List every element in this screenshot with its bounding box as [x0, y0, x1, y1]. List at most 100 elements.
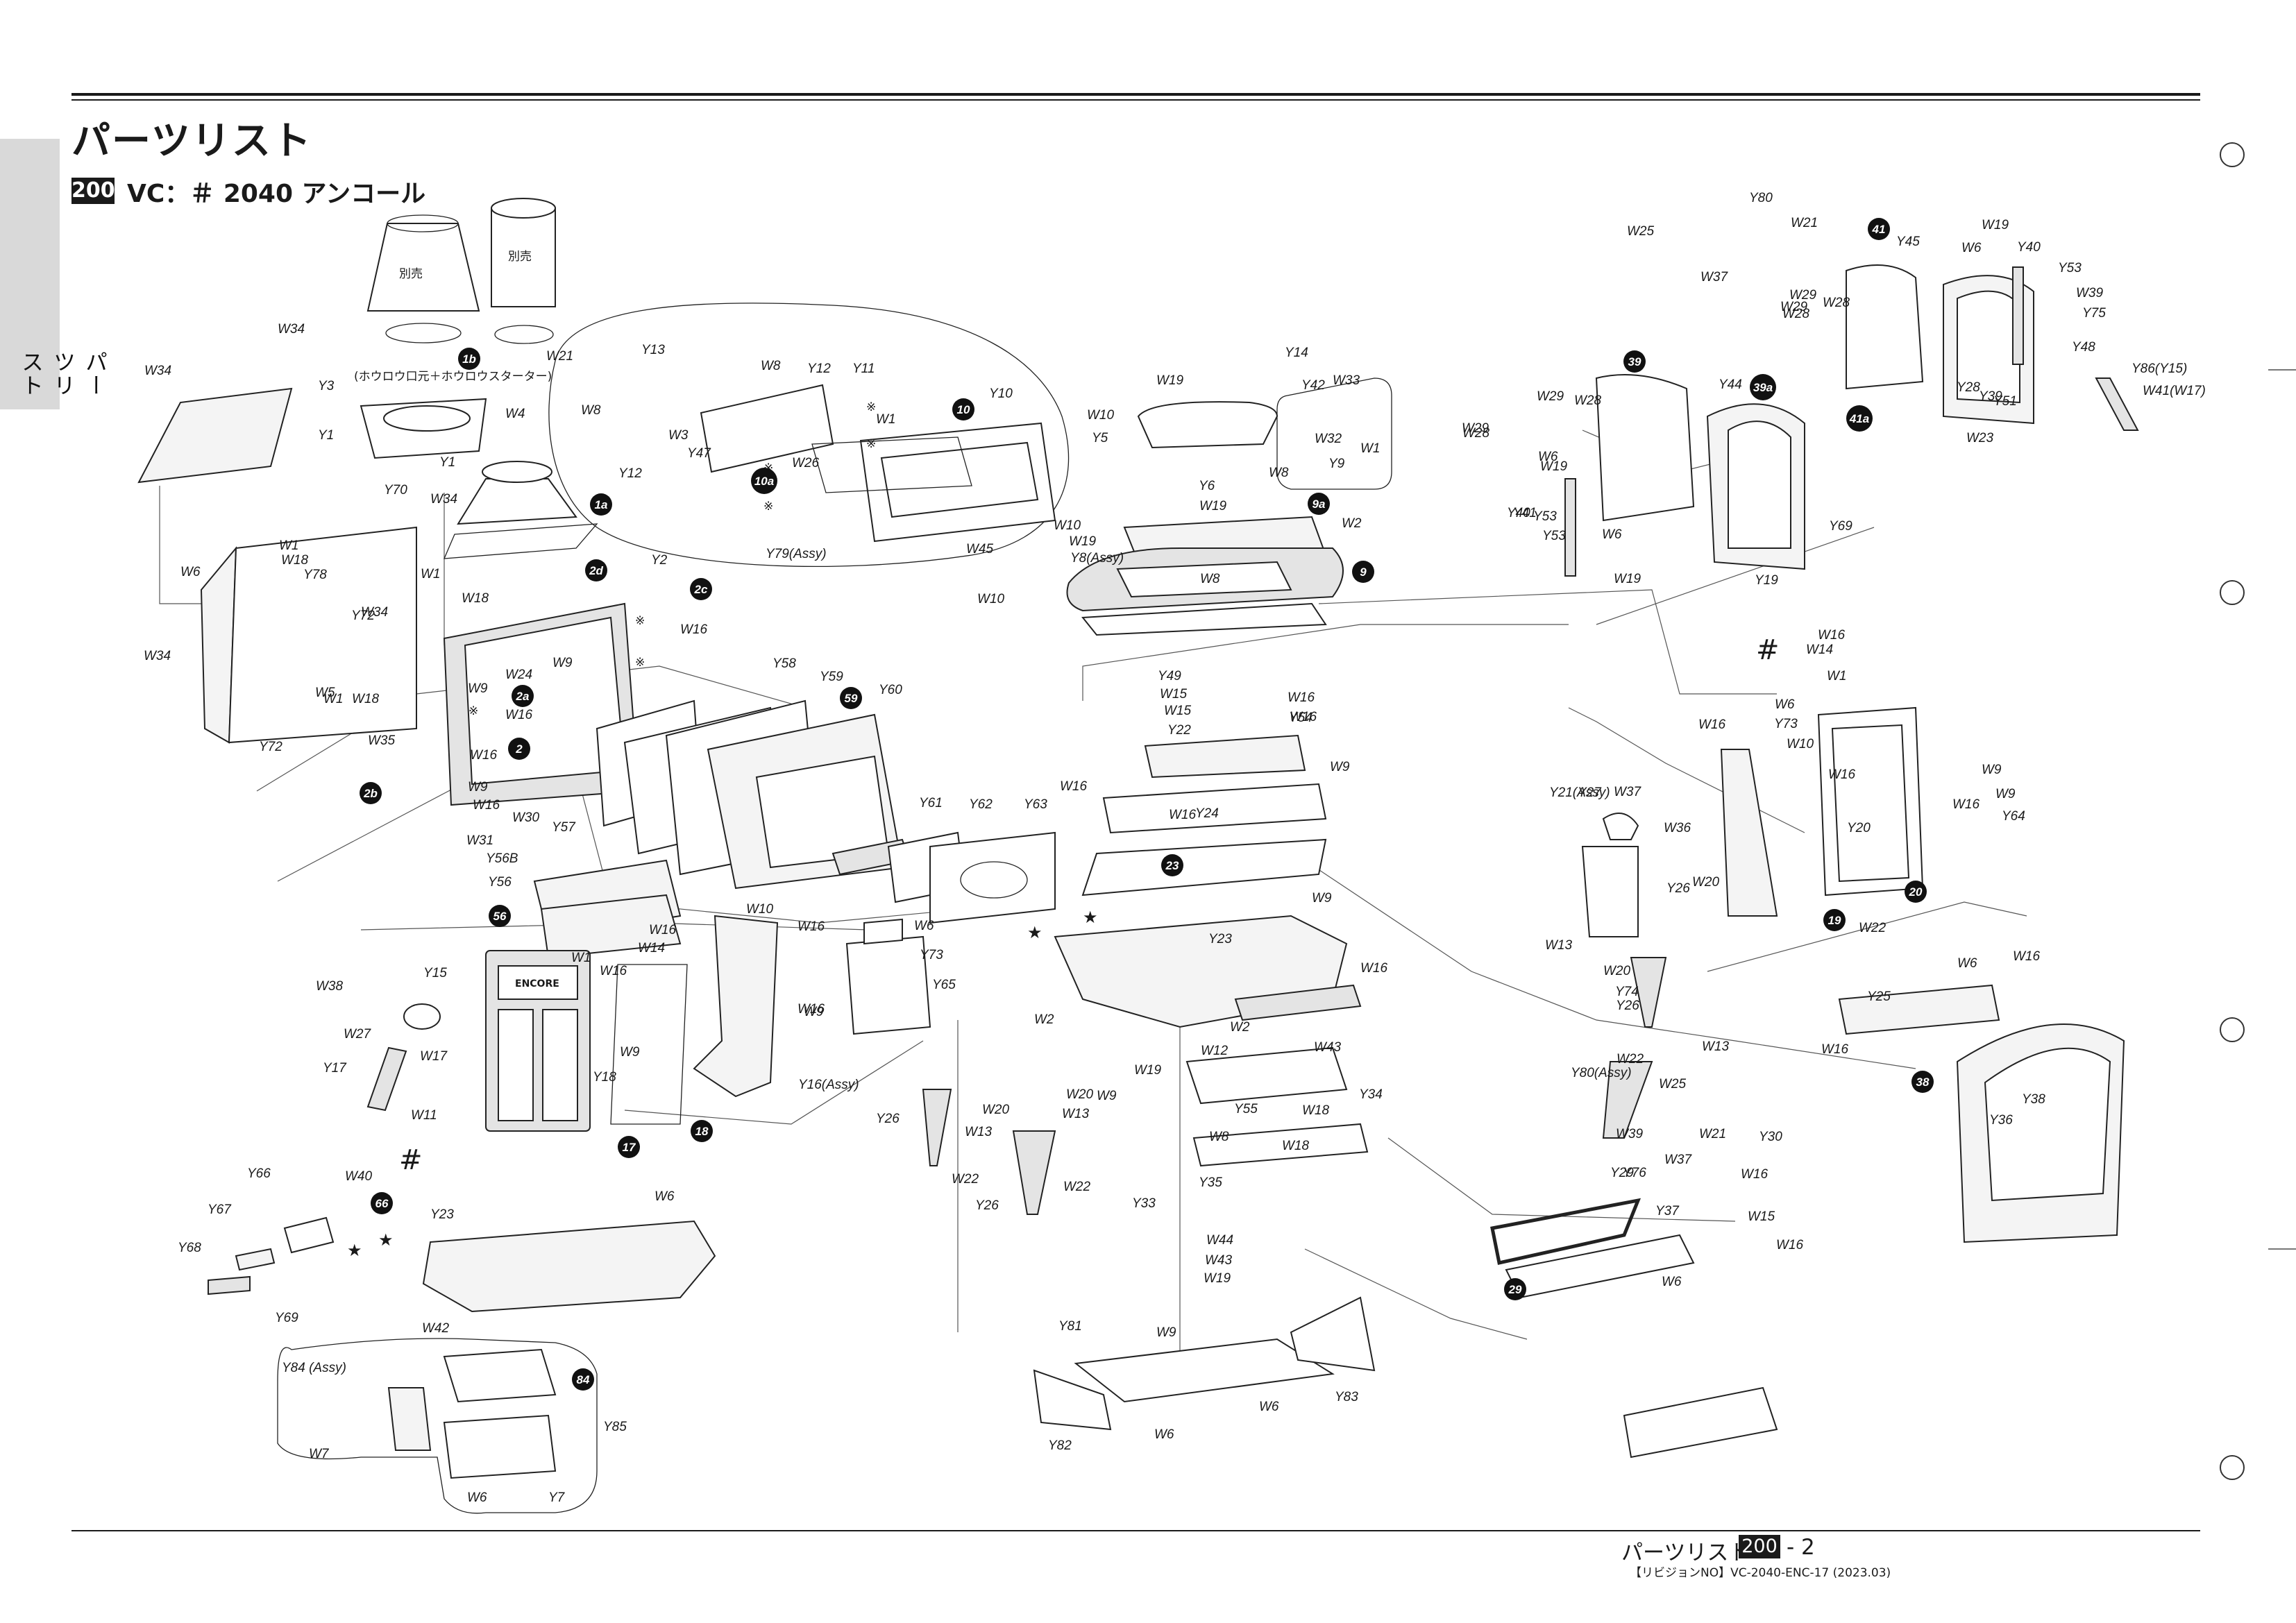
callout-10a: 10a — [751, 468, 777, 494]
part-label: W6 — [180, 565, 201, 579]
part-label: W34 — [430, 492, 457, 507]
part-label: W19 — [1156, 373, 1184, 388]
part-label: Y1 — [439, 455, 455, 470]
part-label: W9 — [1330, 760, 1350, 774]
part-label: W5 — [315, 686, 335, 700]
top-rule-thick — [71, 93, 2200, 96]
part-label: Y58 — [773, 656, 796, 671]
part-label: W21 — [546, 349, 573, 364]
part-label: Y49 — [1158, 669, 1181, 683]
part-label: W12 — [1201, 1044, 1229, 1058]
part-label: Y76 — [1623, 1166, 1646, 1180]
side-tab[interactable]: パーツリスト — [0, 139, 108, 409]
part-label: Y30 — [1759, 1130, 1782, 1144]
part-label: W19 — [1982, 218, 2009, 232]
callout-56: 56 — [489, 905, 511, 927]
callout-2c: 2c — [690, 578, 712, 600]
part-label: W1 — [421, 567, 441, 581]
callout-circle — [751, 468, 777, 494]
callout-number: 2a — [516, 690, 530, 703]
part-label: W6 — [914, 919, 934, 933]
part-label: Y61 — [919, 796, 943, 810]
part-label: W9 — [620, 1045, 640, 1060]
part-label: Y27 — [1578, 785, 1602, 800]
callout-number: 23 — [1165, 859, 1179, 872]
part-label: Y53 — [1533, 509, 1557, 524]
part-label: W25 — [1659, 1077, 1687, 1091]
part-label: W37 — [1614, 785, 1642, 799]
part-label: W9 — [468, 681, 488, 696]
callout-39: 39 — [1623, 350, 1646, 373]
part-label: W16 — [1698, 717, 1726, 732]
part-label: W37 — [1700, 270, 1729, 284]
bottom-rule — [71, 1530, 2200, 1531]
part-label: W44 — [1206, 1233, 1233, 1248]
part-label: W16 — [470, 748, 498, 763]
part-label: W37 — [1664, 1153, 1693, 1167]
part-label: Y56 — [488, 875, 512, 890]
callout-number: 29 — [1508, 1283, 1522, 1296]
part-label: Y66 — [247, 1166, 271, 1181]
group-outlines — [277, 303, 1392, 1514]
page-title: パーツリスト — [71, 119, 312, 164]
part-label: W28 — [1574, 393, 1602, 408]
part-label: W6 — [1775, 697, 1795, 712]
part-label: Y63 — [1024, 797, 1047, 812]
part-label: W41(W17) — [2143, 384, 2206, 398]
part-label: Y16(Assy) — [798, 1078, 859, 1092]
callout-circle — [1161, 854, 1183, 876]
part-label: Y26 — [876, 1112, 900, 1126]
part-label: Y26 — [1666, 881, 1690, 896]
part-label: Y60 — [879, 683, 902, 697]
part-label: W2 — [1230, 1020, 1250, 1035]
part-label: Y79(Assy) — [766, 547, 827, 561]
parts — [137, 198, 2139, 1479]
part-label: W34 — [144, 649, 171, 663]
callout-circle — [690, 578, 712, 600]
part-label: W14 — [638, 941, 665, 955]
kome-mark-7: ※ — [469, 704, 478, 718]
part-label: Y8(Assy) — [1070, 551, 1124, 566]
part-label: Y23 — [430, 1207, 454, 1222]
sold-separately-note-1: 別売 — [399, 267, 423, 281]
part-label: Y29 — [1610, 1166, 1634, 1180]
callout-circle — [1750, 374, 1776, 400]
callout-circle — [512, 685, 534, 707]
part-label: W14 — [1806, 643, 1833, 657]
part-label: W16 — [797, 919, 825, 934]
part-label: W6 — [1538, 450, 1558, 464]
part-label: Y14 — [1285, 346, 1308, 360]
part-label: W28 — [1782, 307, 1810, 321]
part-label: Y55 — [1234, 1102, 1258, 1116]
part-label: Y40 — [2017, 240, 2041, 255]
star-mark-1: ★ — [1027, 923, 1043, 942]
part-label: W18 — [352, 692, 380, 706]
part-label: W13 — [1545, 938, 1573, 953]
part-label: Y74 — [1615, 985, 1639, 999]
part-label: Y7 — [548, 1490, 566, 1505]
part-label: W6 — [1154, 1427, 1174, 1442]
part-label: W8 — [761, 359, 781, 373]
callout-circle — [508, 738, 530, 760]
part-label: W20 — [1603, 964, 1631, 978]
part-label: W22 — [952, 1172, 979, 1187]
part-label: W23 — [1966, 431, 1994, 445]
part-label: W6 — [1957, 956, 1977, 971]
callout-18: 18 — [691, 1120, 713, 1142]
part-label: W7 — [309, 1447, 330, 1461]
part-label: W19 — [1134, 1063, 1162, 1078]
part-label: W10 — [1054, 518, 1081, 533]
part-label: W1 — [876, 412, 896, 427]
part-label: W8 — [1269, 466, 1289, 480]
part-label: W31 — [466, 833, 493, 848]
part-label: W39 — [2076, 286, 2104, 300]
part-label: W22 — [1617, 1052, 1644, 1067]
edge-tick-2 — [2268, 1248, 2296, 1250]
part-label: Y12 — [807, 362, 831, 376]
callout-2b: 2b — [360, 782, 382, 804]
part-label: W43 — [1314, 1040, 1342, 1055]
part-label: Y12 — [618, 466, 642, 481]
part-label: W9 — [468, 780, 488, 794]
part-label: Y80 — [1749, 191, 1773, 205]
part-label: W1 — [323, 692, 344, 706]
